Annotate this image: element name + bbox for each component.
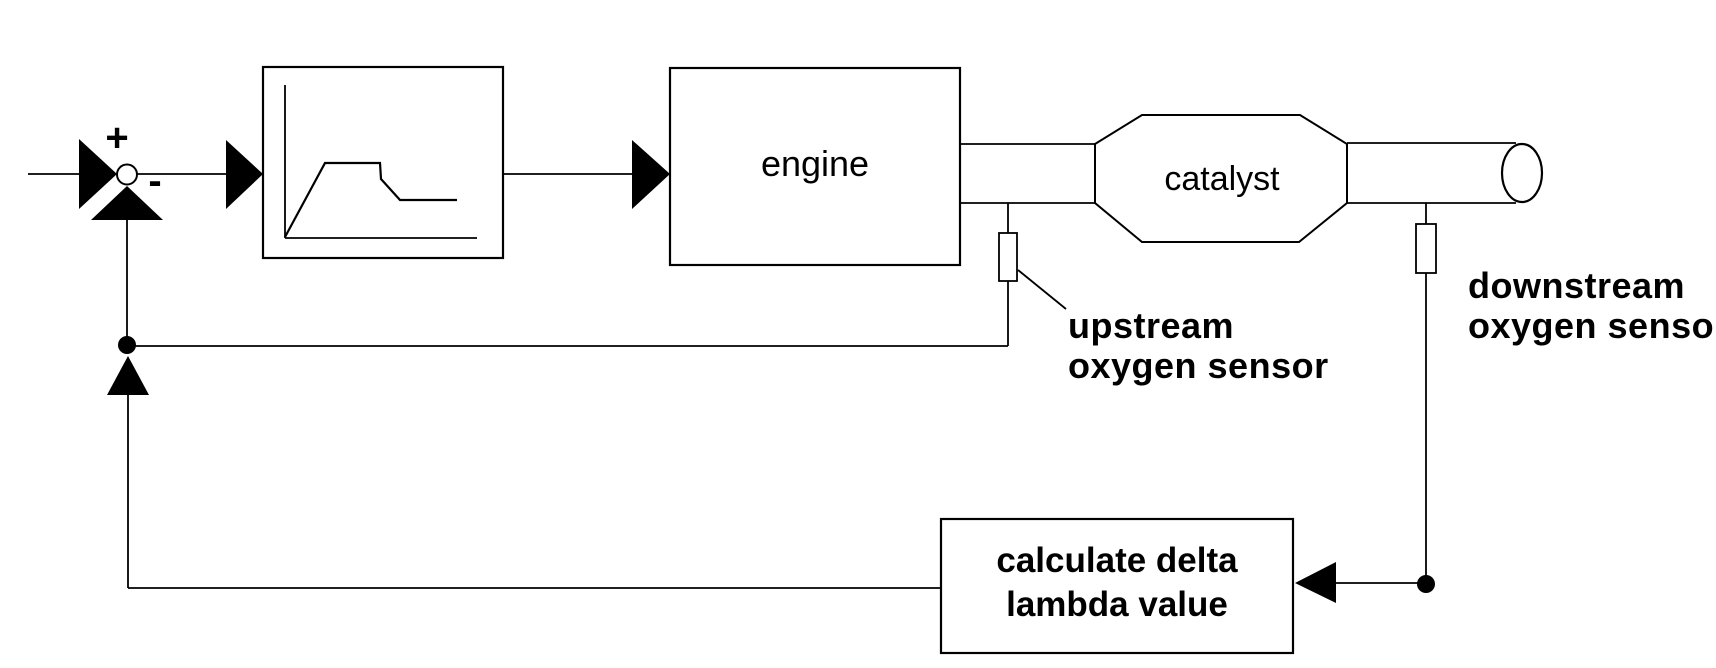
delta-lambda-arrowhead-icon bbox=[107, 356, 149, 395]
downstream-label-line2: oxygen sensor bbox=[1468, 305, 1716, 346]
setpoint-arrowhead-icon bbox=[79, 139, 117, 209]
controller-block bbox=[261, 65, 505, 260]
calc-delta-lambda-block bbox=[939, 517, 1295, 655]
downstream-junction-dot bbox=[1417, 575, 1435, 593]
upstream-label-line1: upstream bbox=[1068, 305, 1234, 346]
downstream-sensor-body bbox=[1415, 223, 1437, 274]
catalyst-label: catalyst bbox=[1164, 160, 1280, 198]
calc-input-arrowhead-icon bbox=[1295, 562, 1336, 603]
engine-input-arrowhead-icon bbox=[632, 140, 670, 209]
feedback-junction-dot bbox=[118, 336, 136, 354]
summing-junction-circle bbox=[116, 163, 138, 186]
calc-label-line1: calculate delta bbox=[996, 541, 1238, 580]
controller-curve-icon bbox=[284, 161, 457, 238]
tailpipe-opening bbox=[1500, 142, 1544, 204]
summing-plus-sign: + bbox=[105, 116, 128, 160]
upstream-label-leader-line bbox=[1017, 269, 1067, 310]
upstream-label-line2: oxygen sensor bbox=[1068, 345, 1329, 386]
calc-label-line2: lambda value bbox=[1006, 585, 1228, 624]
summing-minus-sign: - bbox=[148, 159, 161, 203]
upstream-sensor-body bbox=[998, 232, 1018, 282]
downstream-label-line1: downstream bbox=[1468, 265, 1685, 306]
controller-input-arrowhead-icon bbox=[226, 140, 263, 209]
engine-label: engine bbox=[761, 143, 869, 184]
engine-block bbox=[668, 66, 962, 267]
feedback-arrowhead-icon bbox=[91, 186, 163, 220]
